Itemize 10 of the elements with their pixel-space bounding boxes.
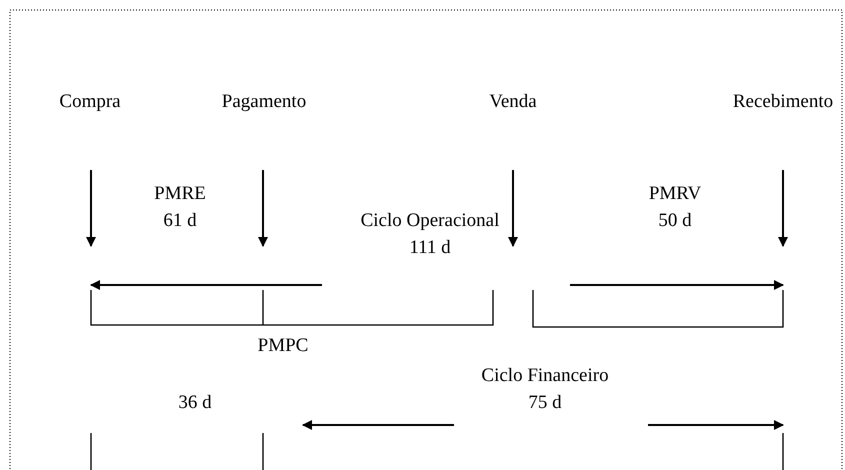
period-label: Ciclo Financeiro 75 d <box>480 364 610 415</box>
event-label: Compra <box>58 90 122 114</box>
period-label: PMRE 61 d <box>153 182 207 233</box>
period-label: PMPC <box>256 334 310 358</box>
period-label: 36 d <box>177 391 213 415</box>
period-label: PMRV 50 d <box>648 182 702 233</box>
event-label: Recebimento <box>732 90 834 114</box>
event-label: Venda <box>488 90 538 114</box>
event-label: Pagamento <box>220 90 308 114</box>
period-label: Ciclo Operacional 111 d <box>360 209 500 260</box>
